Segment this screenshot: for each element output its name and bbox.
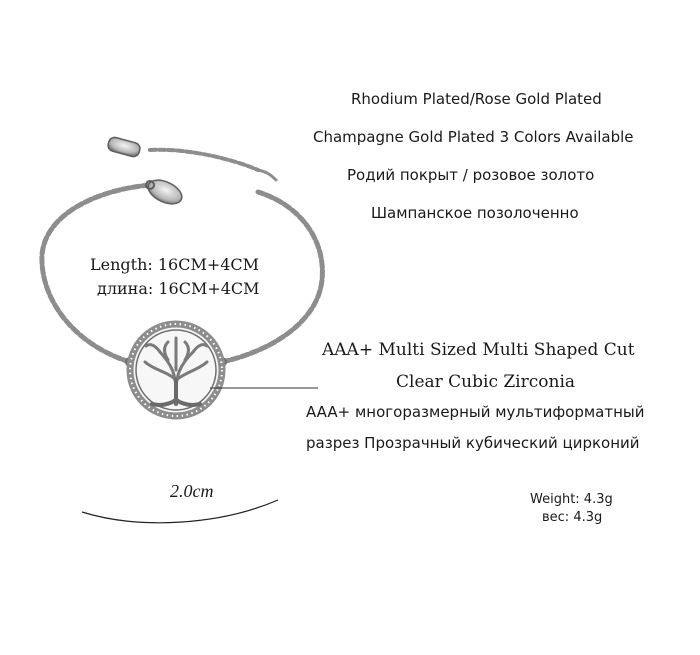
chain-right-strand [219, 189, 325, 365]
extender-tab [107, 136, 141, 158]
stone-line-4-ru: разрез Прозрачный кубический цирконий [306, 434, 640, 452]
chain-left-strand [39, 182, 153, 365]
dimension-label: 2.0cm [170, 481, 214, 501]
plating-line-2: Champagne Gold Plated 3 Colors Available [313, 128, 634, 146]
plating-line-3-ru: Родий покрыт / розовое золото [347, 166, 595, 184]
tree-of-life-pendant [126, 320, 226, 420]
stone-line-2: Clear Cubic Zirconia [396, 372, 576, 392]
weight-label-ru: вес: 4.3g [542, 510, 603, 525]
stone-line-3-ru: AAA+ многоразмерный мультиформатный [306, 403, 645, 421]
extender-chain [148, 147, 260, 172]
length-label-en: Length: 16CM+4CM [90, 255, 260, 274]
weight-label-en: Weight: 4.3g [530, 492, 613, 507]
plating-line-1: Rhodium Plated/Rose Gold Plated [351, 90, 602, 108]
stone-line-1: AAA+ Multi Sized Multi Shaped Cut [322, 340, 635, 360]
lobster-clasp [145, 179, 183, 205]
extender-tail [256, 168, 278, 182]
chain [39, 147, 325, 365]
plating-line-4-ru: Шампанское позолоченно [371, 204, 579, 222]
length-label-ru: длина: 16CM+4CM [97, 279, 260, 298]
dimension-arc [81, 499, 279, 524]
